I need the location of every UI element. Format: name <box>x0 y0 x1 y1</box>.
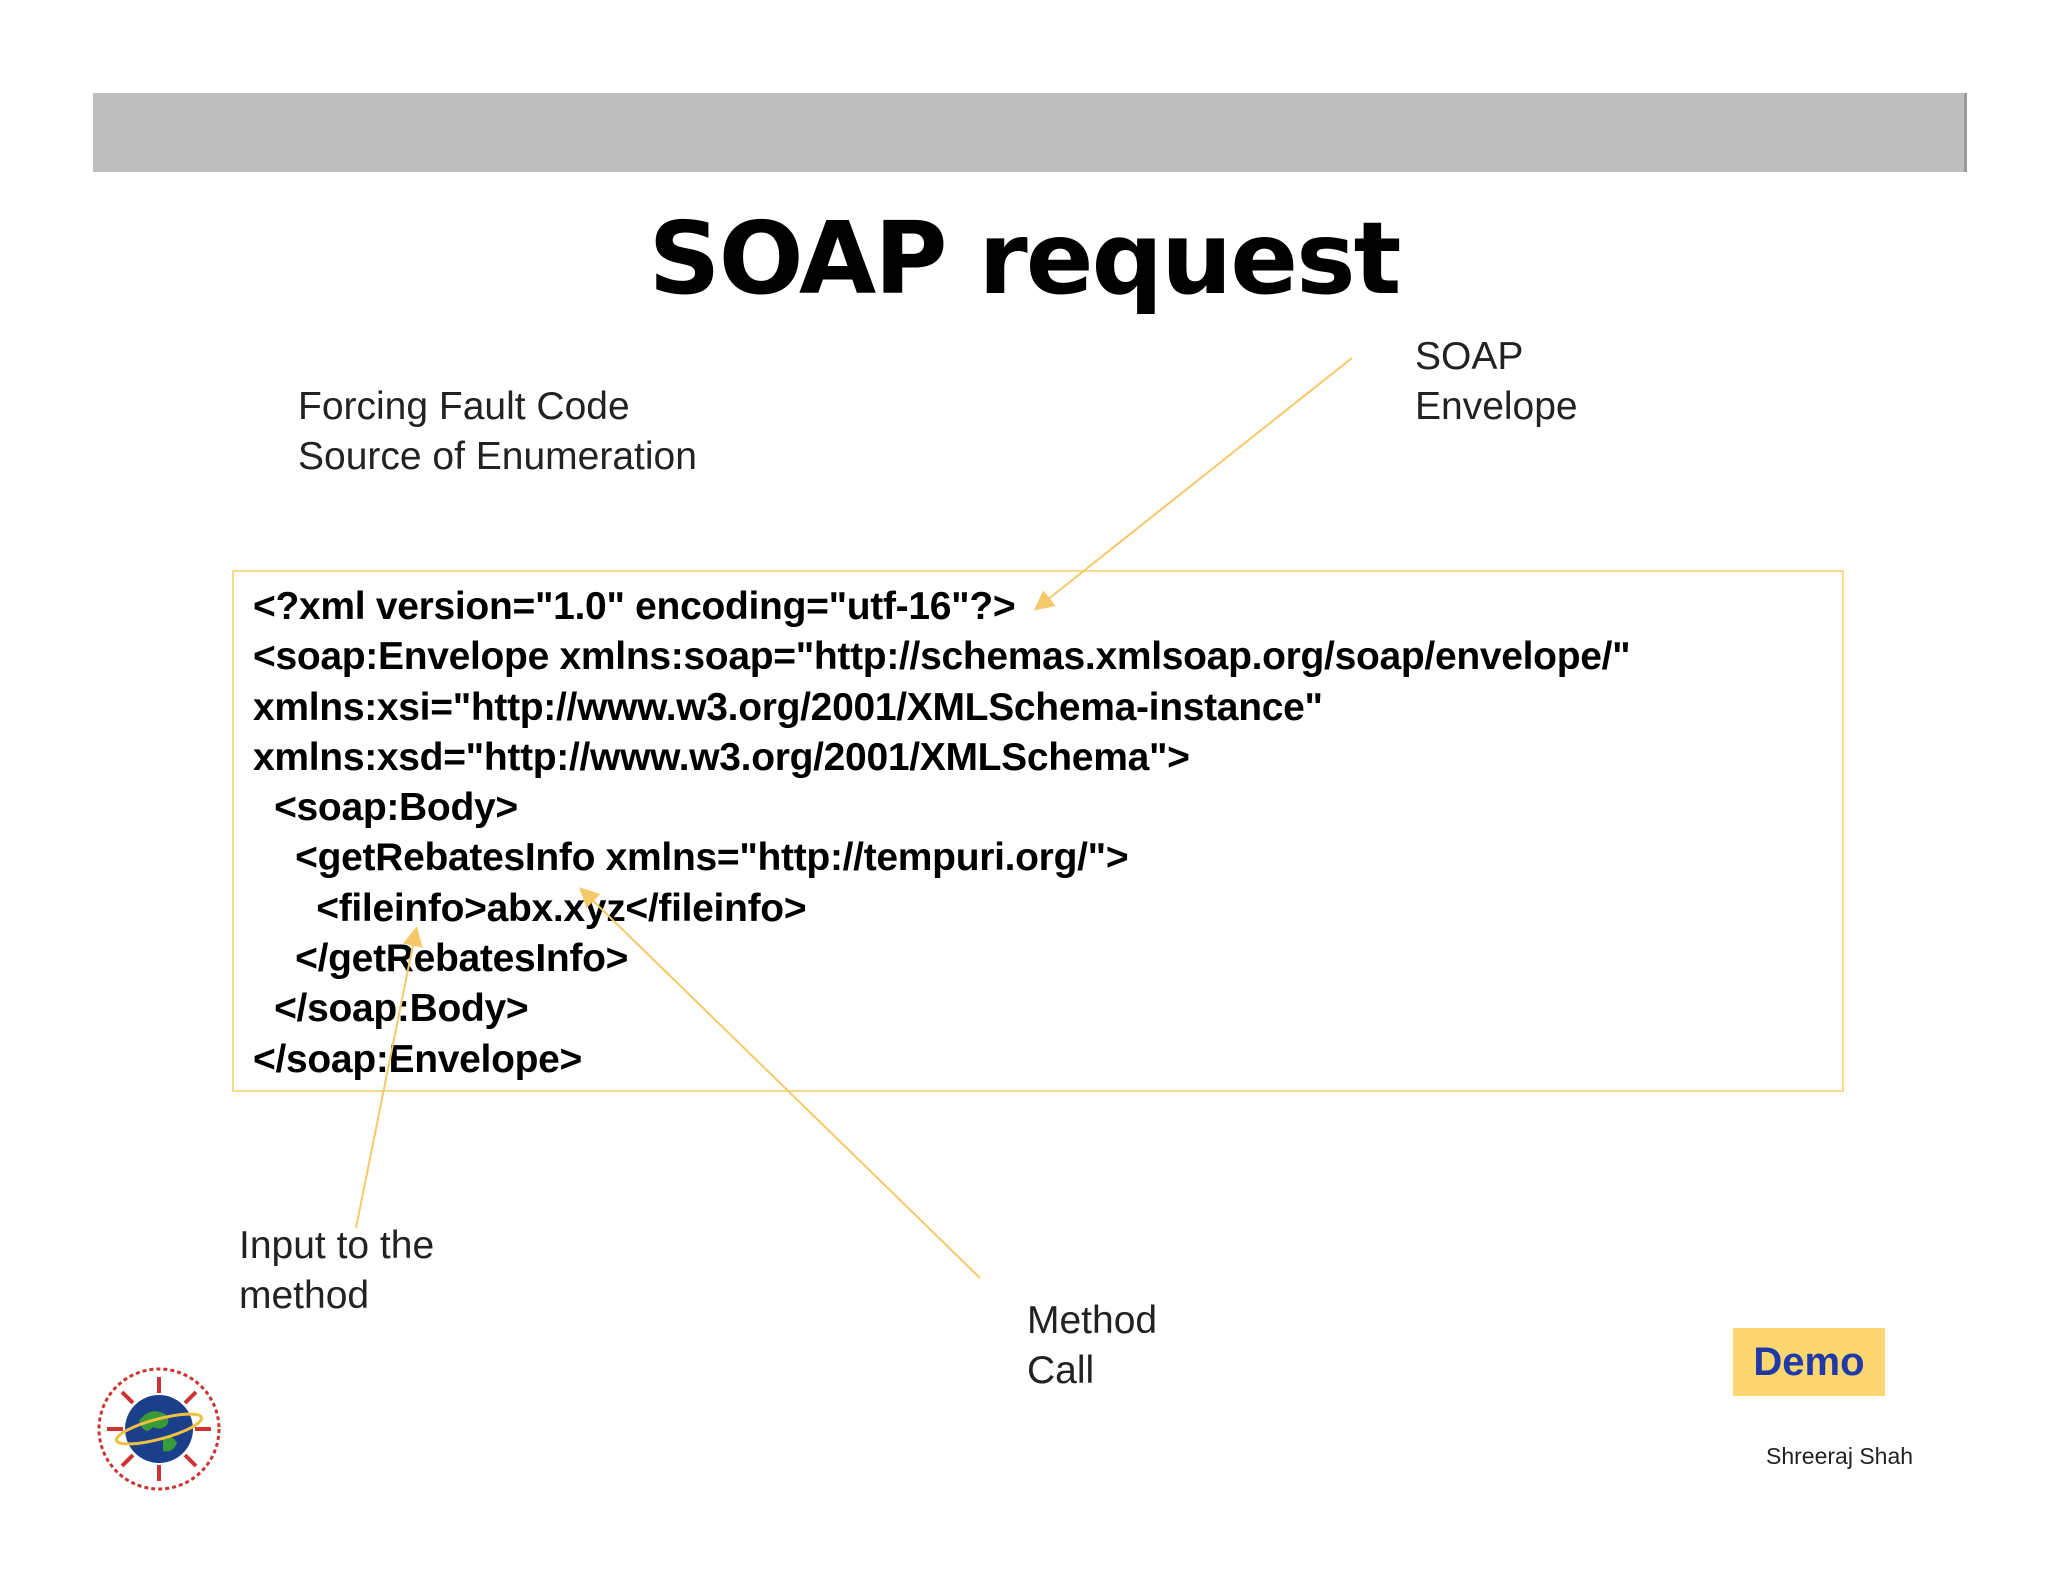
code-line: </getRebatesInfo> <box>253 937 629 981</box>
soap-envelope-line-2: Envelope <box>1415 385 1578 428</box>
method-call-note: Method Call <box>1027 1296 1157 1396</box>
code-line: </soap:Envelope> <box>253 1037 582 1081</box>
code-line: <soap:Body> <box>253 786 518 830</box>
code-line: <soap:Envelope xmlns:soap="http://schema… <box>253 635 1631 679</box>
code-line: <?xml version="1.0" encoding="utf-16"?> <box>253 585 1016 628</box>
method-input-line-2: method <box>239 1274 370 1317</box>
method-call-line-2: Call <box>1027 1349 1095 1392</box>
code-box <box>232 570 1844 1092</box>
code-line: </soap:Body> <box>253 987 529 1031</box>
fault-code-note: Forcing Fault Code Source of Enumeration <box>298 382 697 482</box>
code-line: xmlns:xsd="http://www.w3.org/2001/XMLSch… <box>253 735 1190 779</box>
code-line: <fileinfo>abx.xyz</fileinfo> <box>253 886 807 930</box>
demo-button[interactable]: Demo <box>1733 1328 1885 1396</box>
globe-logo-icon <box>97 1367 221 1491</box>
method-input-line-1: Input to the <box>239 1224 435 1267</box>
code-line: <getRebatesInfo xmlns="http://tempuri.or… <box>253 836 1129 880</box>
fault-code-line-1: Forcing Fault Code <box>298 385 630 428</box>
method-call-line-1: Method <box>1027 1299 1158 1342</box>
slide-title: SOAP request <box>648 200 1402 317</box>
code-block: <?xml version="1.0" encoding="utf-16"?> … <box>253 582 1631 1085</box>
method-input-note: Input to the method <box>239 1221 434 1321</box>
author-name: Shreeraj Shah <box>1766 1443 1914 1469</box>
header-bar <box>93 93 1967 172</box>
code-line: xmlns:xsi="http://www.w3.org/2001/XMLSch… <box>253 685 1323 729</box>
fault-code-line-2: Source of Enumeration <box>298 435 697 478</box>
soap-envelope-note: SOAP Envelope <box>1415 332 1578 432</box>
soap-envelope-line-1: SOAP <box>1415 335 1524 378</box>
